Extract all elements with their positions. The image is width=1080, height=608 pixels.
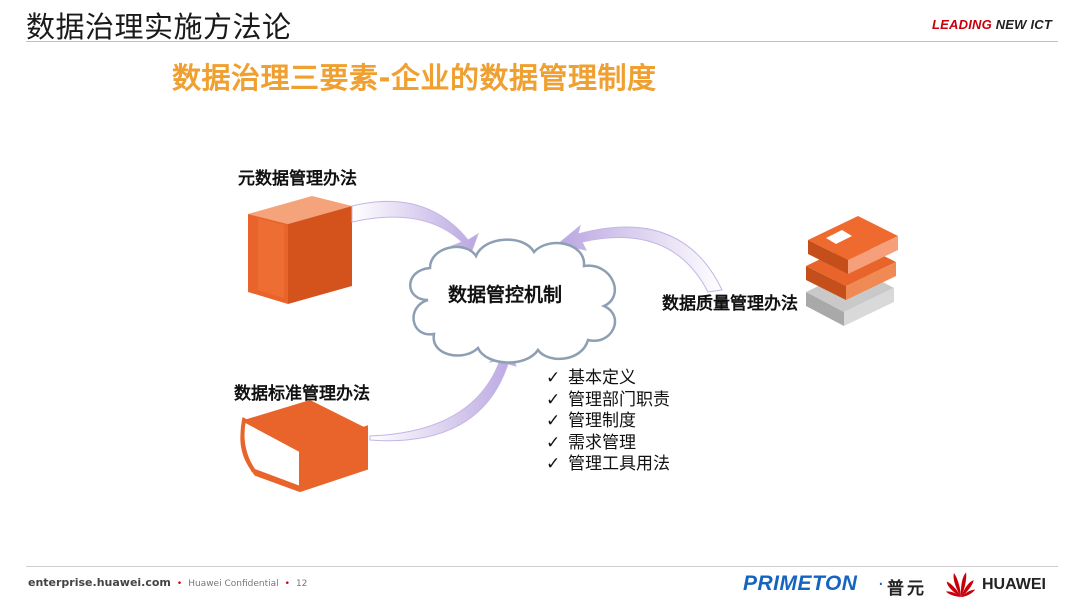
list-item: ✓管理部门职责: [546, 389, 670, 410]
list-item: ✓管理制度: [546, 411, 636, 431]
lying-book-icon: [240, 400, 368, 493]
footer-confidential: Huawei Confidential: [188, 579, 279, 589]
footer-divider: [26, 566, 1058, 567]
check-icon: ✓: [546, 411, 561, 431]
tagline-new-ict: NEW ICT: [991, 17, 1052, 32]
separator-dot-icon: ·: [878, 574, 884, 595]
label-metadata-policy: 元数据管理办法: [238, 169, 357, 189]
check-icon: ✓: [546, 389, 561, 410]
label-standard-policy: 数据标准管理办法: [234, 384, 370, 404]
checklist: ✓基本定义 ✓管理部门职责 ✓管理制度 ✓需求管理 ✓管理工具用法: [546, 368, 670, 476]
list-item: ✓需求管理: [546, 432, 636, 453]
tagline-leading: LEADING: [932, 17, 992, 32]
primeton-logo: PRIMETON: [743, 572, 858, 595]
footer-info: enterprise.huawei.com • Huawei Confidentia…: [28, 576, 307, 589]
slide-subtitle: 数据治理三要素-企业的数据管理制度: [172, 61, 657, 95]
cloud-label: 数据管控机制: [448, 284, 563, 306]
check-icon: ✓: [546, 454, 561, 474]
footer-site: enterprise.huawei.com: [28, 576, 171, 589]
book-stack-icon: [806, 216, 898, 326]
brand-tagline: LEADING NEW ICT: [932, 17, 1052, 32]
label-quality-policy: 数据质量管理办法: [662, 294, 798, 314]
page-title: 数据治理实施方法论: [26, 10, 292, 44]
bullet-icon: •: [176, 579, 183, 589]
huawei-logo-icon: [945, 572, 976, 597]
check-icon: ✓: [546, 432, 561, 453]
cloud-icon: [409, 238, 617, 364]
list-item: ✓基本定义: [546, 368, 636, 388]
list-item: ✓管理工具用法: [546, 454, 670, 474]
header-divider: [26, 41, 1058, 42]
bullet-icon: •: [284, 579, 290, 589]
primeton-chinese-name: 普元: [887, 579, 927, 599]
huawei-wordmark: HUAWEI: [982, 576, 1046, 593]
check-icon: ✓: [546, 368, 561, 388]
page-number: 12: [295, 579, 308, 589]
standing-book-icon: [248, 196, 352, 304]
